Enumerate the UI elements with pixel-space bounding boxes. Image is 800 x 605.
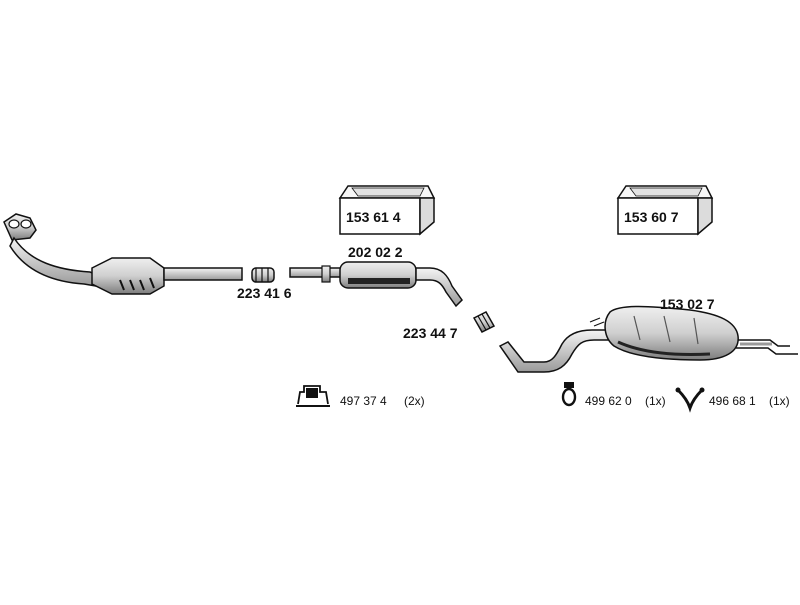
rear-muffler	[498, 305, 798, 373]
part-number-rear-muffler: 153 02 7	[660, 296, 715, 312]
front-muffler	[289, 261, 463, 308]
legend-hanger-qty: (1x)	[645, 394, 666, 408]
part-number-front-muffler: 202 02 2	[348, 244, 403, 260]
legend-hanger-code: 499 62 0	[585, 394, 632, 408]
part-number-box-left: 153 61 4	[346, 209, 401, 225]
legend-bracket-qty: (2x)	[404, 394, 425, 408]
mount-icon	[675, 387, 705, 413]
part-number-clamp-front: 223 41 6	[237, 285, 292, 301]
bracket-icon	[296, 385, 330, 407]
part-number-clamp-mid: 223 44 7	[403, 325, 458, 341]
part-number-box-right: 153 60 7	[624, 209, 679, 225]
legend-mount-qty: (1x)	[769, 394, 790, 408]
legend-mount-code: 496 68 1	[709, 394, 756, 408]
clamp-mid	[472, 311, 496, 333]
legend-bracket-code: 497 37 4	[340, 394, 387, 408]
catalytic-converter	[91, 257, 243, 295]
exhaust-manifold	[3, 213, 101, 287]
clamp-front	[251, 267, 275, 283]
box-left	[338, 185, 436, 236]
hanger-icon	[561, 382, 577, 407]
box-right	[616, 185, 714, 236]
